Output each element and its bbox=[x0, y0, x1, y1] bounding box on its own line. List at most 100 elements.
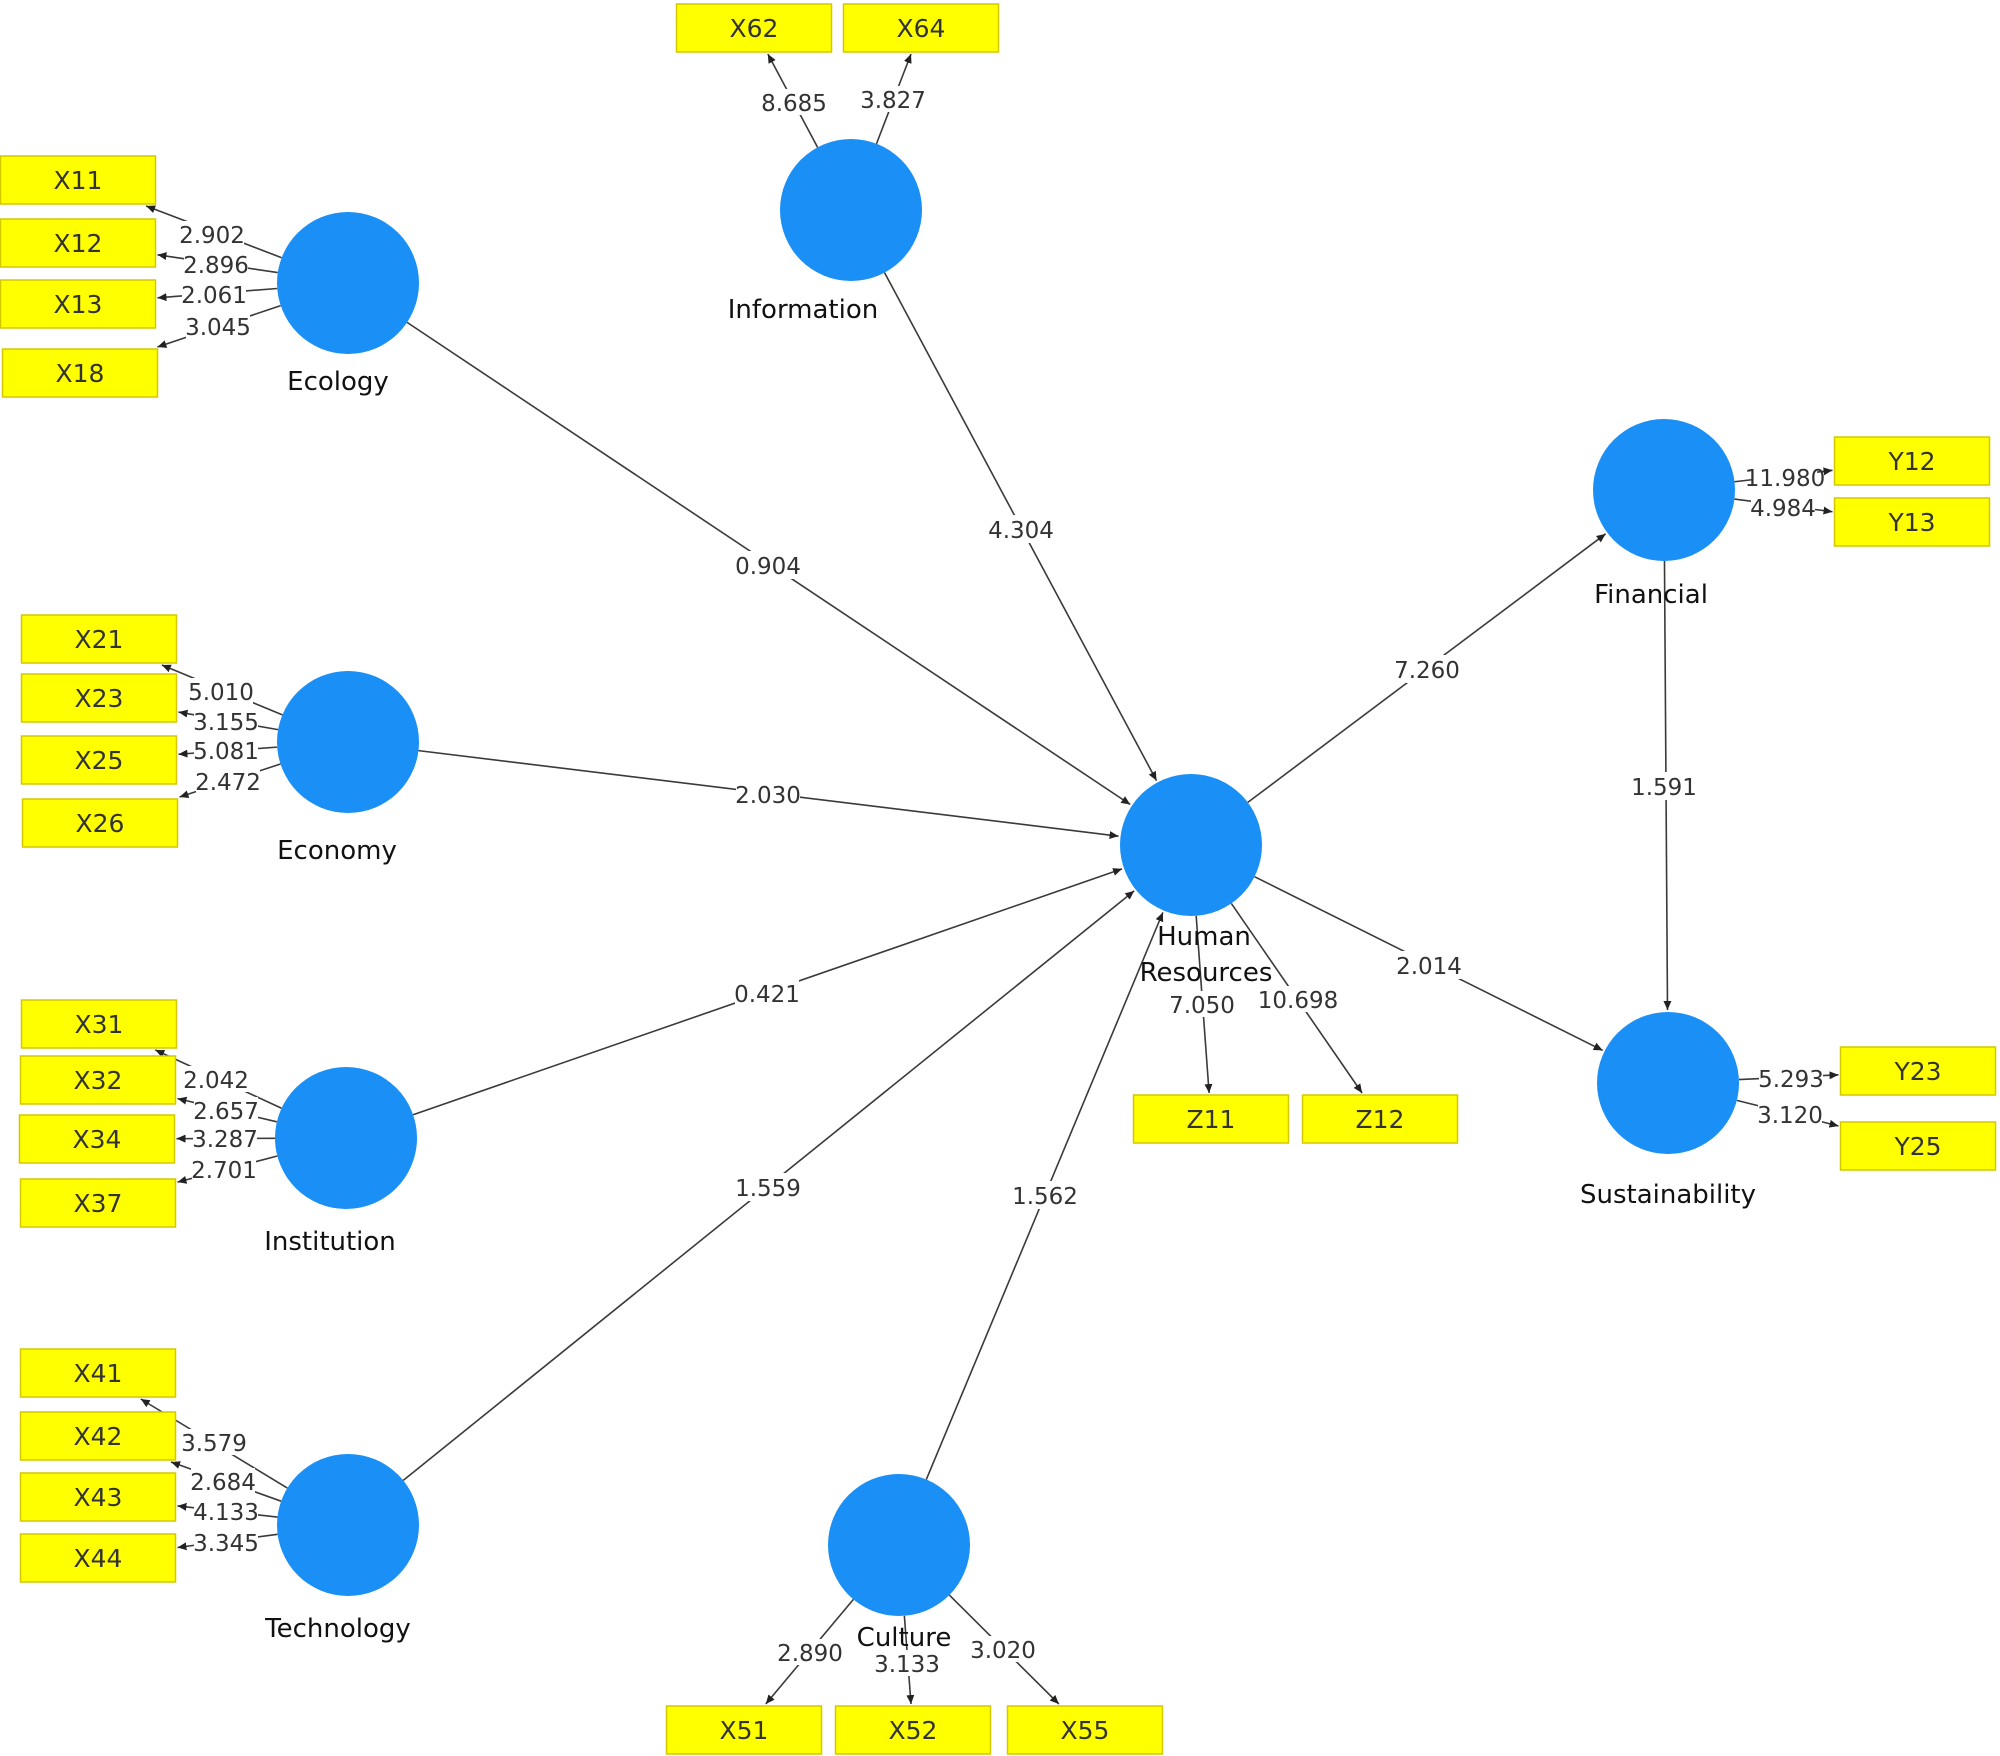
indicator-label: X18 bbox=[56, 359, 105, 388]
latent-institution[interactable]: Institution bbox=[264, 1067, 417, 1257]
coefficient-background bbox=[736, 780, 800, 808]
latent-label-financial: Financial bbox=[1594, 580, 1708, 610]
latent-circle bbox=[1120, 774, 1262, 916]
indicator-y25[interactable]: Y25 bbox=[1839, 1121, 1997, 1171]
indicator-x44[interactable]: X44 bbox=[19, 1533, 177, 1583]
loading-value-x23: 3.155 bbox=[193, 710, 259, 736]
indicator-box bbox=[20, 999, 178, 1049]
indicator-x13[interactable]: X13 bbox=[0, 279, 157, 329]
loading-value-x64: 3.827 bbox=[860, 88, 926, 114]
latent-circle bbox=[277, 212, 419, 354]
indicator-x52[interactable]: X52 bbox=[834, 1705, 992, 1755]
loading-background bbox=[861, 86, 925, 112]
path-coefficient-hr-sustainability: 2.014 bbox=[1396, 954, 1462, 980]
loading-value-y13: 4.984 bbox=[1750, 496, 1816, 522]
loading-value-x21: 5.010 bbox=[188, 680, 254, 706]
indicator-box bbox=[1132, 1094, 1290, 1144]
latent-technology[interactable]: Technology bbox=[264, 1454, 419, 1644]
loading-background bbox=[1758, 1101, 1822, 1127]
indicator-x42[interactable]: X42 bbox=[19, 1411, 177, 1461]
indicator-x55[interactable]: X55 bbox=[1006, 1705, 1164, 1755]
indicator-x51[interactable]: X51 bbox=[665, 1705, 823, 1755]
indicator-z11[interactable]: Z11 bbox=[1132, 1094, 1290, 1144]
indicator-x23[interactable]: X23 bbox=[20, 673, 178, 723]
indicator-x43[interactable]: X43 bbox=[19, 1472, 177, 1522]
loading-background bbox=[180, 221, 244, 247]
coefficient-background bbox=[736, 551, 800, 579]
loading-value-x26: 2.472 bbox=[195, 770, 261, 796]
loading-background bbox=[182, 281, 246, 307]
path-coefficient-institution-hr: 0.421 bbox=[734, 982, 800, 1008]
coefficient-background bbox=[736, 1173, 800, 1201]
indicator-y13[interactable]: Y13 bbox=[1833, 497, 1991, 547]
indicator-x62[interactable]: X62 bbox=[675, 3, 833, 53]
indicator-x21[interactable]: X21 bbox=[20, 614, 178, 664]
loading-value-x41: 3.579 bbox=[181, 1431, 247, 1457]
latent-economy[interactable]: Economy bbox=[277, 671, 419, 866]
latent-label-institution: Institution bbox=[264, 1227, 396, 1257]
indicator-x64[interactable]: X64 bbox=[842, 3, 1000, 53]
indicator-x11[interactable]: X11 bbox=[0, 155, 157, 205]
loading-value-x34: 3.287 bbox=[192, 1127, 258, 1153]
latent-information[interactable]: Information bbox=[728, 139, 922, 325]
indicator-box bbox=[19, 1533, 177, 1583]
indicator-box bbox=[21, 798, 179, 848]
indicator-y12[interactable]: Y12 bbox=[1833, 436, 1991, 486]
indicator-box bbox=[20, 614, 178, 664]
indicator-box bbox=[19, 1411, 177, 1461]
indicator-x37[interactable]: X37 bbox=[19, 1178, 177, 1228]
indicator-label: X13 bbox=[54, 290, 103, 319]
latent-ecology[interactable]: Ecology bbox=[277, 212, 419, 397]
indicator-x26[interactable]: X26 bbox=[21, 798, 179, 848]
loading-background bbox=[875, 1650, 939, 1676]
indicator-label: X21 bbox=[75, 625, 124, 654]
indicator-label: Z12 bbox=[1356, 1105, 1405, 1134]
indicator-x25[interactable]: X25 bbox=[20, 735, 178, 785]
indicator-y23[interactable]: Y23 bbox=[1839, 1046, 1997, 1096]
indicator-box bbox=[18, 1114, 176, 1164]
loading-background bbox=[194, 1529, 258, 1555]
indicator-label: X44 bbox=[74, 1544, 123, 1573]
indicator-x12[interactable]: X12 bbox=[0, 218, 157, 268]
loading-value-x52: 3.133 bbox=[874, 1652, 940, 1678]
indicator-box bbox=[834, 1705, 992, 1755]
coefficient-background bbox=[989, 515, 1053, 543]
indicator-label: X25 bbox=[75, 746, 124, 775]
indicator-box bbox=[0, 155, 157, 205]
indicator-box bbox=[19, 1055, 177, 1105]
latent-culture[interactable]: Culture bbox=[828, 1474, 970, 1653]
indicator-box bbox=[1, 348, 159, 398]
latent-sustainability[interactable]: Sustainability bbox=[1580, 1012, 1756, 1210]
indicator-label: X11 bbox=[54, 166, 103, 195]
path-coefficient-financial-sustainability: 1.591 bbox=[1631, 775, 1697, 801]
indicator-box bbox=[665, 1705, 823, 1755]
loading-value-y25: 3.120 bbox=[1757, 1103, 1823, 1129]
indicator-label: X62 bbox=[730, 14, 779, 43]
indicator-box bbox=[20, 673, 178, 723]
indicator-x34[interactable]: X34 bbox=[18, 1114, 176, 1164]
loading-background bbox=[1266, 986, 1330, 1012]
indicator-x41[interactable]: X41 bbox=[19, 1348, 177, 1398]
indicator-x32[interactable]: X32 bbox=[19, 1055, 177, 1105]
loading-value-z11: 7.050 bbox=[1169, 993, 1235, 1019]
loading-background bbox=[762, 89, 826, 115]
indicator-box bbox=[1833, 436, 1991, 486]
indicator-x18[interactable]: X18 bbox=[1, 348, 159, 398]
loading-background bbox=[194, 1498, 258, 1524]
loading-background bbox=[971, 1636, 1035, 1662]
latent-circle bbox=[828, 1474, 970, 1616]
latent-label-culture: Culture bbox=[857, 1623, 952, 1653]
indicator-box bbox=[20, 735, 178, 785]
indicator-label: X55 bbox=[1061, 1716, 1110, 1745]
loading-background bbox=[186, 313, 250, 339]
loading-background bbox=[189, 678, 253, 704]
coefficient-background bbox=[1013, 1181, 1077, 1209]
indicator-label: X52 bbox=[889, 1716, 938, 1745]
indicator-x31[interactable]: X31 bbox=[20, 999, 178, 1049]
indicator-label: X34 bbox=[73, 1125, 122, 1154]
latent-financial[interactable]: Financial bbox=[1593, 419, 1735, 610]
indicator-z12[interactable]: Z12 bbox=[1301, 1094, 1459, 1144]
indicator-label: X43 bbox=[74, 1483, 123, 1512]
indicator-box bbox=[19, 1472, 177, 1522]
